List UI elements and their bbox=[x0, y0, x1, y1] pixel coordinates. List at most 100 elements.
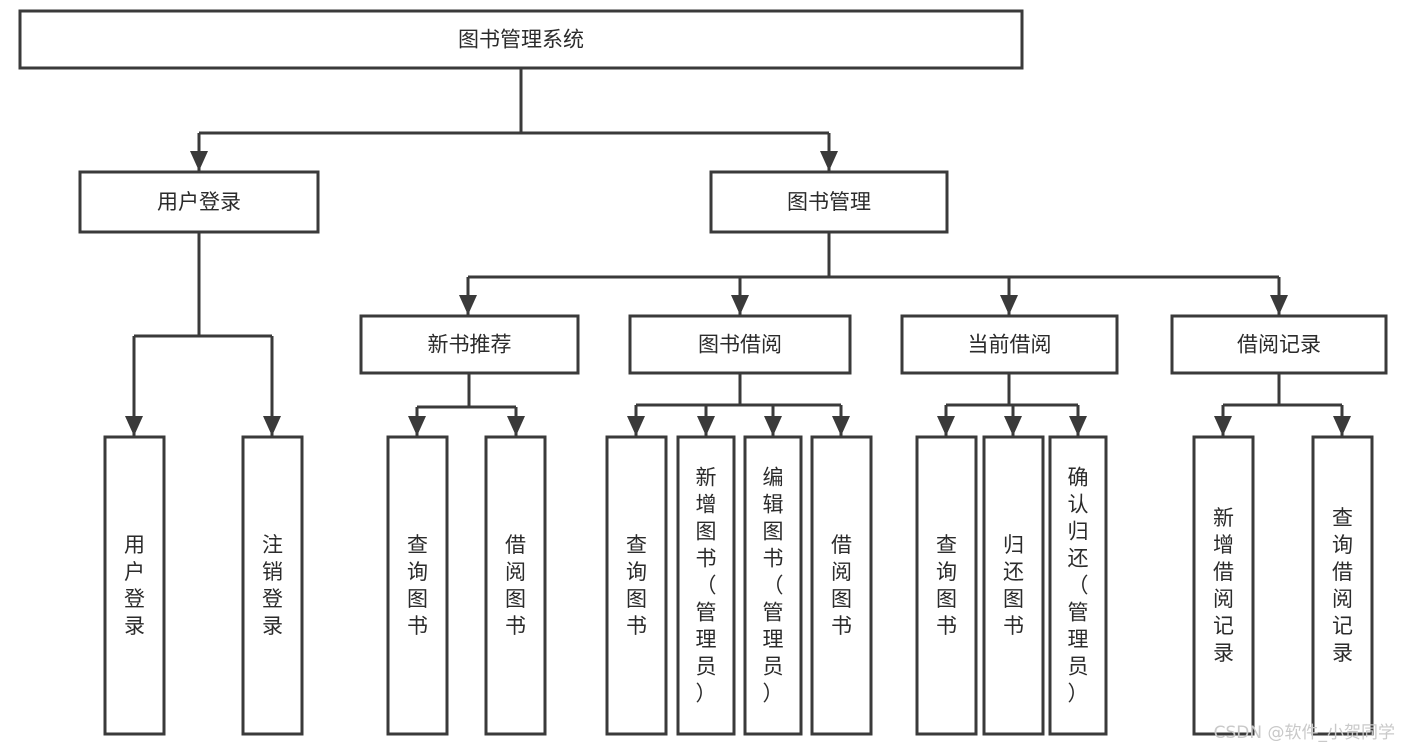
node-label-leaf-add-record: 新增借阅记录 bbox=[1213, 506, 1234, 665]
node-box-current-borrow[interactable] bbox=[900, 314, 1119, 375]
arrow-head-icon bbox=[408, 416, 426, 436]
arrow-head-icon bbox=[125, 416, 143, 436]
node-label-leaf-edit-book: 编辑图书（管理员） bbox=[763, 466, 784, 706]
node-leaf-logout[interactable]: 注销登录 bbox=[241, 435, 304, 736]
csdn-watermark: CSDN @软件_小贺同学 bbox=[1213, 723, 1395, 743]
node-box-leaf-return-book[interactable] bbox=[982, 435, 1045, 736]
node-box-leaf-edit-book[interactable] bbox=[743, 435, 803, 736]
node-leaf-add-book[interactable]: 新增图书（管理员） bbox=[676, 435, 736, 736]
node-leaf-query-book-cb[interactable]: 查询图书 bbox=[915, 435, 978, 736]
connector-edge-nbr-group bbox=[417, 373, 516, 409]
arrow-head-icon bbox=[459, 295, 477, 315]
node-box-borrow-record[interactable] bbox=[1170, 314, 1388, 375]
connector-edge-nbr-leaf1 bbox=[408, 407, 426, 436]
node-box-user-login[interactable] bbox=[78, 170, 320, 234]
connector-edge-bm-book-borrow bbox=[731, 277, 749, 315]
connector-edge-bm-borrow-record bbox=[1270, 277, 1288, 315]
node-box-leaf-query-book-bb[interactable] bbox=[605, 435, 668, 736]
node-leaf-confirm-return[interactable]: 确认归还（管理员） bbox=[1048, 435, 1108, 736]
arrow-head-icon bbox=[1004, 416, 1022, 436]
arrow-head-icon bbox=[1069, 416, 1087, 436]
node-book-borrow[interactable]: 图书借阅 bbox=[628, 314, 852, 375]
connector-edge-user-login-leaf2 bbox=[263, 336, 281, 436]
node-label-leaf-add-book: 新增图书（管理员） bbox=[696, 466, 717, 706]
arrow-head-icon bbox=[937, 416, 955, 436]
connector-edge-user-login-leaf1 bbox=[125, 336, 143, 436]
arrow-head-icon bbox=[1214, 416, 1232, 436]
node-user-login[interactable]: 用户登录 bbox=[78, 170, 320, 234]
node-leaf-query-record[interactable]: 查询借阅记录 bbox=[1311, 435, 1374, 736]
connector-edge-root-user-login bbox=[190, 133, 208, 171]
node-label-leaf-confirm-return: 确认归还（管理员） bbox=[1068, 466, 1089, 706]
node-label-leaf-query-book-cb: 查询图书 bbox=[936, 533, 957, 638]
node-label-book-borrow: 图书借阅 bbox=[698, 333, 782, 357]
node-leaf-borrow-book-bb[interactable]: 借阅图书 bbox=[810, 435, 873, 736]
arrow-head-icon bbox=[764, 416, 782, 436]
arrow-head-icon bbox=[507, 416, 525, 436]
node-box-leaf-borrow-book-bb[interactable] bbox=[810, 435, 873, 736]
node-box-leaf-query-record[interactable] bbox=[1311, 435, 1374, 736]
node-leaf-add-record[interactable]: 新增借阅记录 bbox=[1192, 435, 1255, 736]
node-label-leaf-logout: 注销登录 bbox=[262, 533, 283, 638]
connector-edge-root-book-manage bbox=[820, 133, 838, 171]
arrow-head-icon bbox=[832, 416, 850, 436]
node-box-book-manage[interactable] bbox=[709, 170, 949, 234]
connector-edge-bm-current-borrow bbox=[1000, 277, 1018, 315]
node-leaf-borrow-book-rec[interactable]: 借阅图书 bbox=[484, 435, 547, 736]
node-box-leaf-logout[interactable] bbox=[241, 435, 304, 736]
connector-edge-bb-leaf2 bbox=[697, 405, 715, 436]
node-root[interactable]: 图书管理系统 bbox=[18, 9, 1024, 70]
node-box-leaf-add-record[interactable] bbox=[1192, 435, 1255, 736]
node-leaf-query-book-rec[interactable]: 查询图书 bbox=[386, 435, 449, 736]
node-leaf-query-book-bb[interactable]: 查询图书 bbox=[605, 435, 668, 736]
node-new-book-rec[interactable]: 新书推荐 bbox=[359, 314, 580, 375]
node-label-user-login: 用户登录 bbox=[157, 190, 241, 214]
node-label-leaf-query-book-bb: 查询图书 bbox=[626, 533, 647, 638]
connector-edge-nbr-leaf2 bbox=[507, 407, 525, 436]
connector-edge-br-leaf2 bbox=[1333, 405, 1351, 436]
node-leaf-return-book[interactable]: 归还图书 bbox=[982, 435, 1045, 736]
arrow-head-icon bbox=[731, 295, 749, 315]
connector-edge-bb-leaf3 bbox=[764, 405, 782, 436]
arrow-head-icon bbox=[1000, 295, 1018, 315]
node-layer: 图书管理系统用户登录图书管理新书推荐图书借阅当前借阅借阅记录用户登录注销登录查询… bbox=[18, 9, 1388, 736]
node-box-leaf-borrow-book-rec[interactable] bbox=[484, 435, 547, 736]
node-borrow-record[interactable]: 借阅记录 bbox=[1170, 314, 1388, 375]
connector-edge-bb-group bbox=[636, 373, 841, 407]
connector-edge-br-group bbox=[1223, 373, 1342, 407]
connector-edge-cb-group bbox=[946, 373, 1078, 407]
node-label-leaf-borrow-book-bb: 借阅图书 bbox=[831, 533, 852, 638]
node-label-leaf-query-record: 查询借阅记录 bbox=[1332, 506, 1353, 665]
node-label-leaf-user-login: 用户登录 bbox=[124, 533, 145, 638]
node-box-new-book-rec[interactable] bbox=[359, 314, 580, 375]
node-box-leaf-user-login[interactable] bbox=[103, 435, 166, 736]
node-label-root: 图书管理系统 bbox=[458, 28, 584, 52]
node-label-leaf-query-book-rec: 查询图书 bbox=[407, 533, 428, 638]
arrow-head-icon bbox=[263, 416, 281, 436]
node-label-leaf-borrow-book-rec: 借阅图书 bbox=[505, 533, 526, 638]
node-box-leaf-confirm-return[interactable] bbox=[1048, 435, 1108, 736]
connector-edge-root-group bbox=[199, 68, 829, 135]
node-current-borrow[interactable]: 当前借阅 bbox=[900, 314, 1119, 375]
node-box-leaf-add-book[interactable] bbox=[676, 435, 736, 736]
connector-edge-user-login-group bbox=[134, 232, 272, 338]
node-leaf-user-login[interactable]: 用户登录 bbox=[103, 435, 166, 736]
arrow-head-icon bbox=[1270, 295, 1288, 315]
connector-edge-bm-new-book-rec bbox=[459, 277, 477, 315]
arrow-head-icon bbox=[627, 416, 645, 436]
node-label-book-manage: 图书管理 bbox=[787, 190, 871, 214]
connector-edge-bb-leaf4 bbox=[832, 405, 850, 436]
connector-edge-book-manage-group bbox=[468, 232, 1279, 279]
node-box-book-borrow[interactable] bbox=[628, 314, 852, 375]
node-box-root[interactable] bbox=[18, 9, 1024, 70]
node-box-leaf-query-book-rec[interactable] bbox=[386, 435, 449, 736]
connector-edge-cb-leaf2 bbox=[1004, 405, 1022, 436]
arrow-head-icon bbox=[697, 416, 715, 436]
node-leaf-edit-book[interactable]: 编辑图书（管理员） bbox=[743, 435, 803, 736]
node-book-manage[interactable]: 图书管理 bbox=[709, 170, 949, 234]
arrow-head-icon bbox=[190, 151, 208, 171]
node-box-leaf-query-book-cb[interactable] bbox=[915, 435, 978, 736]
connector-layer bbox=[125, 68, 1351, 436]
